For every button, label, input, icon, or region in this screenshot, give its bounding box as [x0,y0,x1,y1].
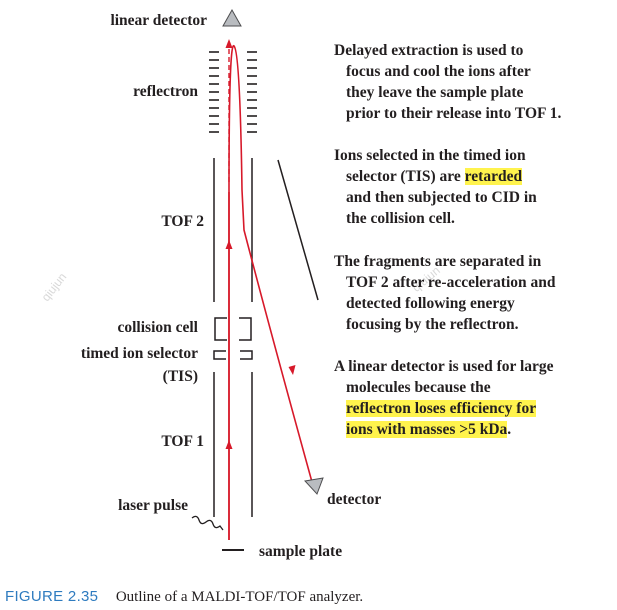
ion-beam-arrowheads [225,39,296,449]
note3-line2: TOF 2 after re-acceleration and [346,274,556,291]
note2-line3: and then subjected to CID in [346,189,537,206]
note-fragment-separation: The fragments are separated in TOF 2 aft… [334,251,609,335]
detector-label: detector [327,491,382,508]
note2-line4: the collision cell. [346,210,455,227]
timed-ion-selector-brackets [213,350,253,360]
note3-line3: detected following energy [346,295,515,312]
tis-abbreviation-label: (TIS) [162,368,198,385]
note3-line1: The fragments are separated in [334,253,542,270]
note1-line1: Delayed extraction is used to [334,42,524,59]
linear-detector-icon [222,8,242,27]
linear-detector-label: linear detector [110,12,207,29]
tof2-tube-walls [213,158,253,302]
note2-highlight-retarded: retarded [464,168,523,185]
tof1-tube-walls [213,372,253,517]
note4-line3: reflectron loses efficiency for [334,398,609,419]
note4-highlight-efficiency: reflectron loses efficiency for [346,400,537,417]
note1-line2: focus and cool the ions after [346,63,531,80]
figure-number: FIGURE 2.35 [5,588,99,605]
reflectron-label: reflectron [133,83,198,100]
ion-beam [228,45,313,540]
note-timed-ion-selector: Ions selected in the timed ion selector … [334,145,609,229]
laser-pulse-label: laser pulse [118,497,188,514]
reflected-path-tube-wall [277,159,319,301]
note3-line4: focusing by the reflectron. [346,316,519,333]
figure-caption: FIGURE 2.35 Outline of a MALDI-TOF/TOF a… [5,588,363,606]
figure-caption-text: Outline of a MALDI-TOF/TOF analyzer. [115,589,364,605]
sample-plate-label: sample plate [259,543,343,560]
note4-line4: ions with masses >5 kDa. [334,419,609,440]
tof2-label: TOF 2 [161,213,204,230]
note-linear-detector: A linear detector is used for large mole… [334,356,609,440]
tof1-label: TOF 1 [161,433,204,450]
note2-line2-text: selector (TIS) are [346,168,465,185]
note4-line2: molecules because the [346,379,491,396]
note-delayed-extraction: Delayed extraction is used to focus and … [334,40,609,124]
timed-ion-selector-label: timed ion selector [80,345,198,362]
note4-period: . [507,421,512,438]
reflectron-electrodes [209,51,257,133]
note4-highlight-masses: ions with masses >5 kDa [346,421,508,438]
laser-pulse-icon [191,515,224,531]
note2-line2: selector (TIS) are retarded [334,166,609,187]
collision-cell-label: collision cell [117,319,198,336]
note2-line1: Ions selected in the timed ion [334,147,526,164]
collision-cell-brackets [214,317,252,341]
note1-line4: prior to their release into TOF 1. [346,105,562,122]
detector-icon [304,477,324,495]
note4-line1: A linear detector is used for large [334,358,554,375]
note1-line3: they leave the sample plate [346,84,524,101]
